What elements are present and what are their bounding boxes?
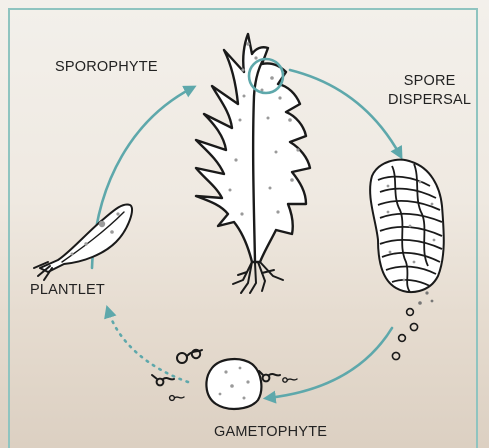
arrow-sporophyte-to-dispersal <box>290 70 400 155</box>
spore-dots-icon <box>392 291 433 359</box>
plantlet-icon <box>34 204 132 280</box>
label-spore-dispersal: SPORE DISPERSAL <box>388 72 471 110</box>
arrow-gametophyte-to-plantlet <box>108 310 188 382</box>
kelp-sporophyte-icon <box>196 34 310 293</box>
label-sporophyte: SPOROPHYTE <box>55 58 158 77</box>
label-spore-dispersal-line2: DISPERSAL <box>388 91 471 110</box>
spore-cluster-icon <box>370 160 444 292</box>
holdfast-icon <box>233 262 283 293</box>
label-plantlet: PLANTLET <box>30 281 105 300</box>
label-gametophyte: GAMETOPHYTE <box>214 423 327 442</box>
arrow-dispersal-to-gametophyte <box>268 328 392 398</box>
label-spore-dispersal-line1: SPORE <box>388 72 471 91</box>
gametophyte-cell-icon <box>206 359 261 409</box>
